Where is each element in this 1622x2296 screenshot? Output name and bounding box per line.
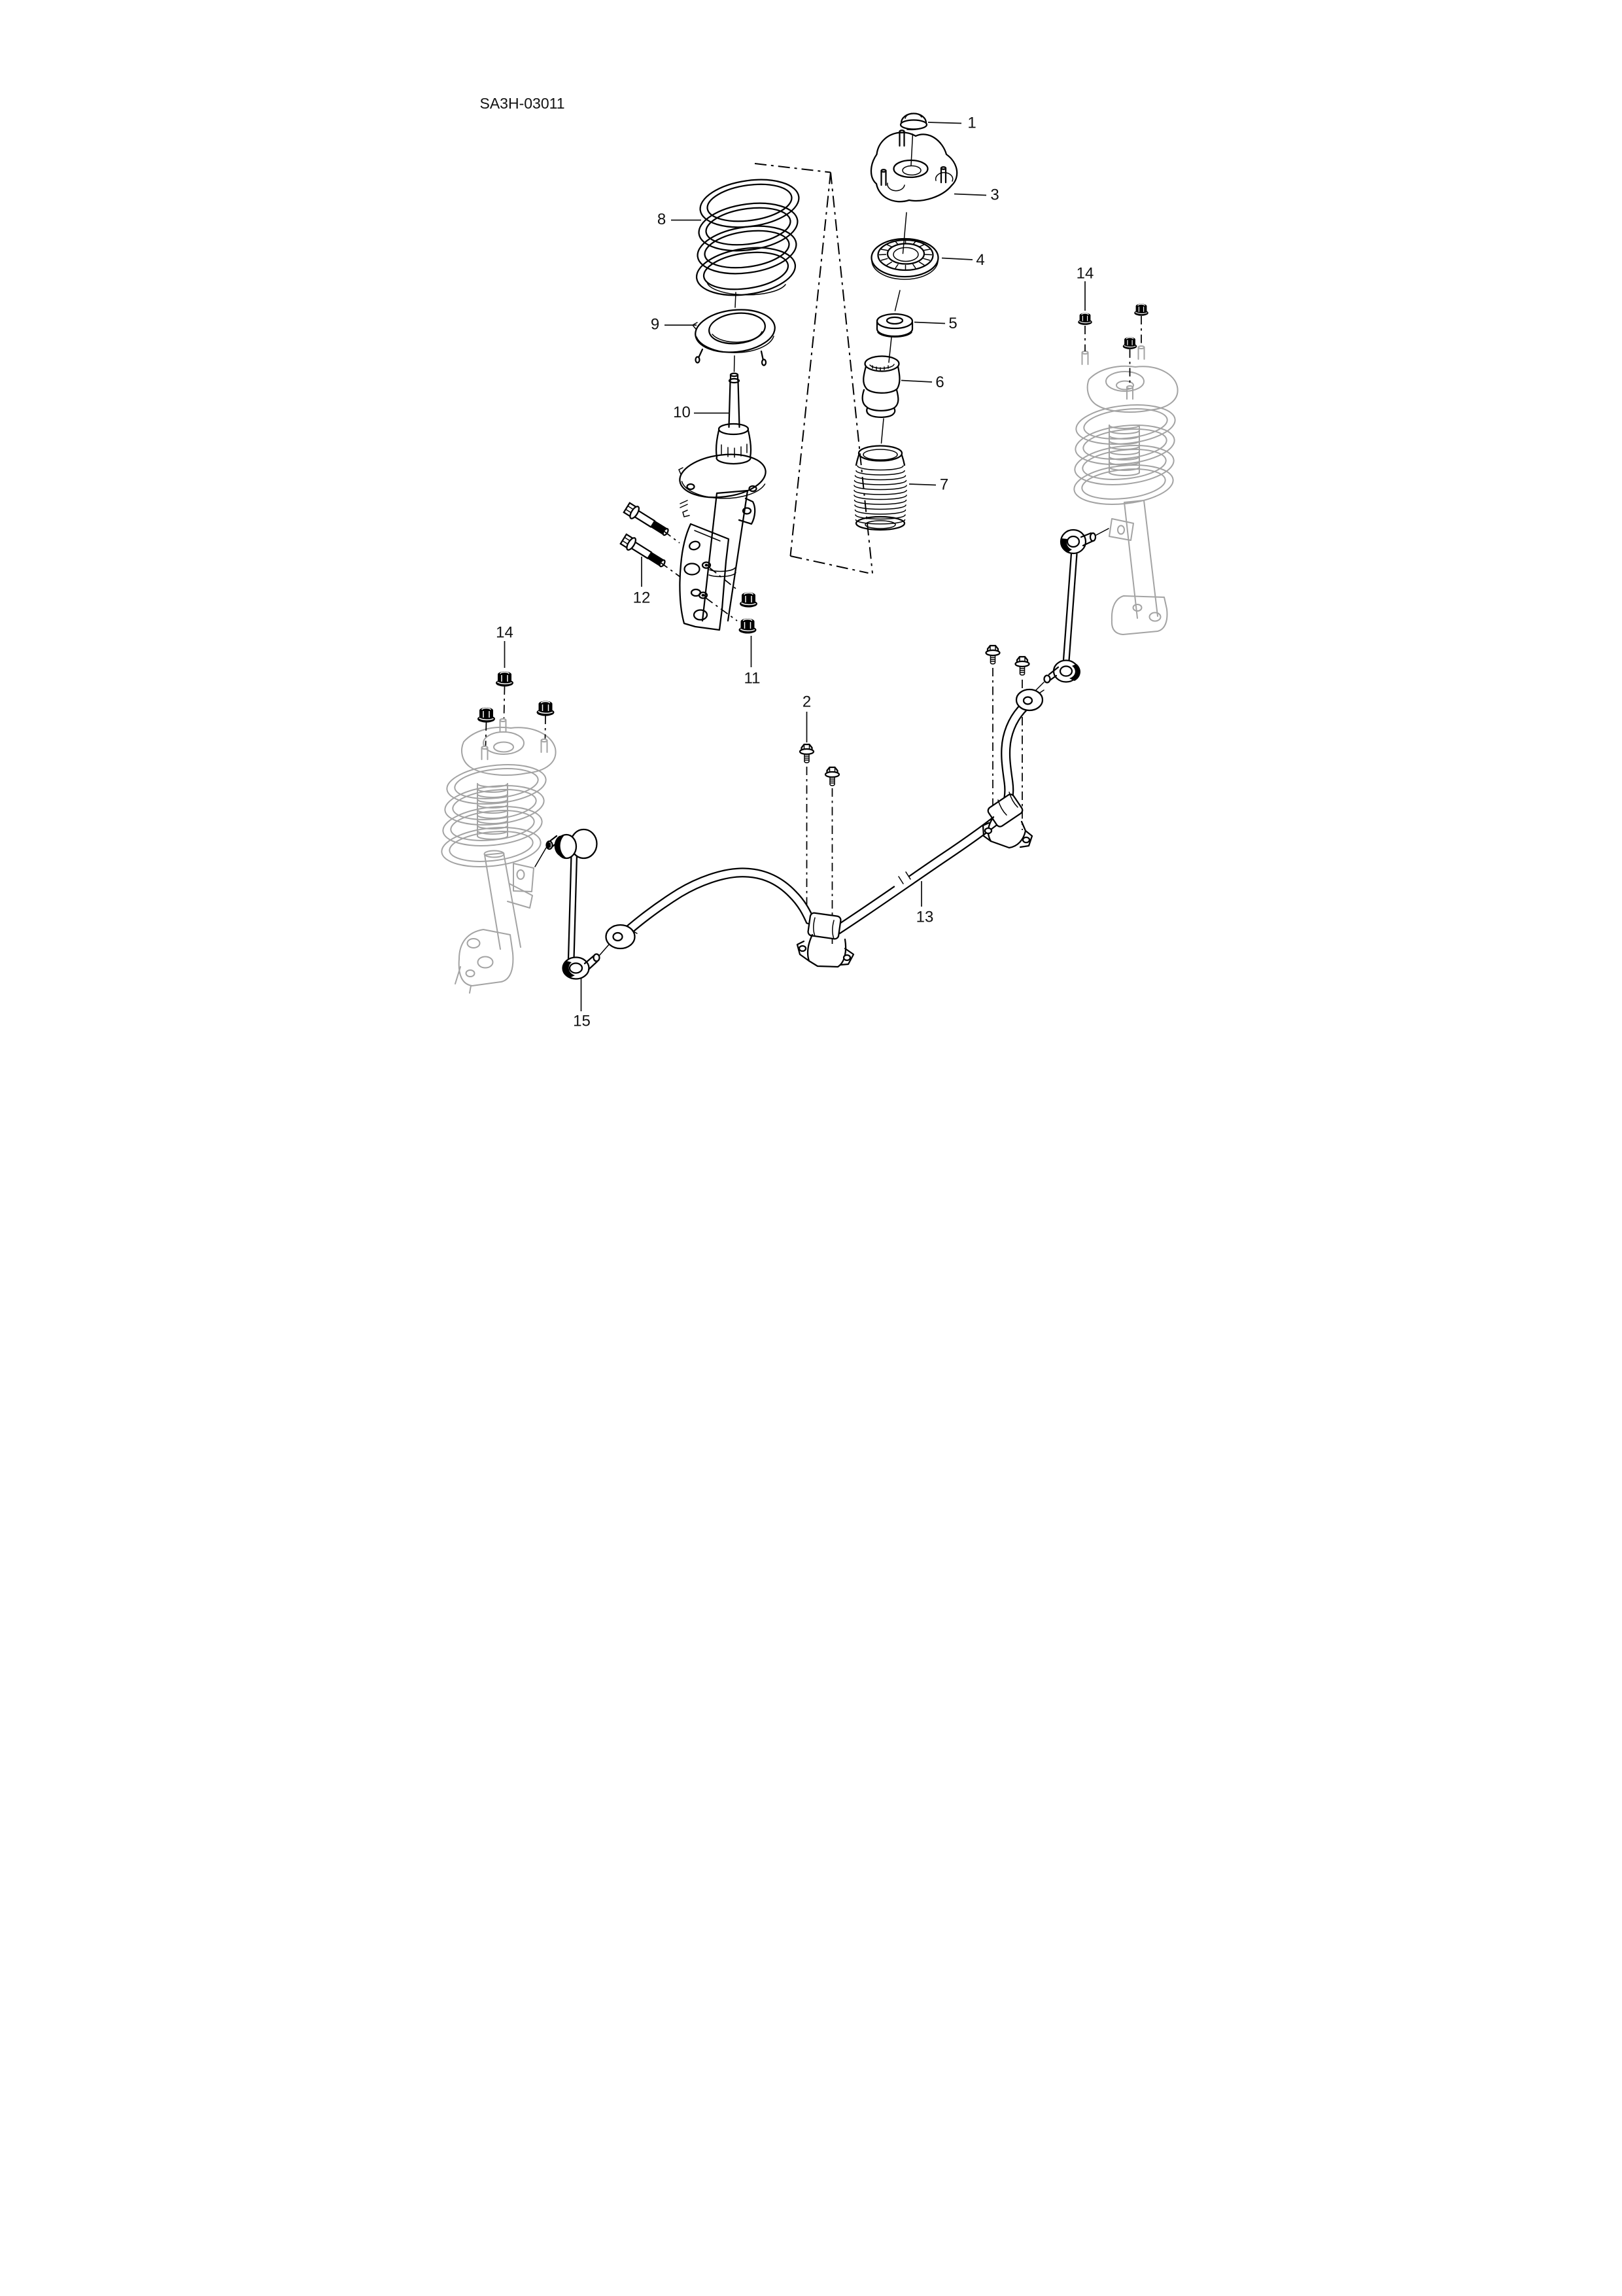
callout-label-11: 11	[744, 669, 761, 687]
callout-13: 13	[916, 881, 934, 926]
callout-14: 14	[496, 623, 513, 668]
callout-label-15: 15	[573, 1012, 591, 1030]
strut-bolt-part12-upper	[622, 501, 739, 591]
callout-label-3: 3	[990, 186, 999, 203]
callout-leader-3	[954, 193, 987, 196]
mount-nuts-part14-left	[477, 670, 555, 746]
callout-label-14: 14	[496, 623, 513, 641]
callout-label-5: 5	[948, 315, 957, 332]
stabilizer-link-right	[1031, 528, 1109, 695]
spring-seat-part9	[691, 309, 776, 366]
callout-2: 2	[802, 693, 811, 742]
projection-boundary-lines	[754, 163, 873, 574]
axis-line	[734, 292, 736, 308]
axis-line	[894, 290, 901, 311]
callout-label-2: 2	[802, 693, 811, 710]
callout-label-7: 7	[940, 476, 948, 493]
callout-label-12: 12	[633, 589, 651, 606]
shock-absorber-part10	[678, 372, 767, 631]
callout-4: 4	[941, 251, 985, 269]
strut-mount-part3	[870, 130, 958, 203]
callout-15: 15	[573, 979, 591, 1030]
flange-nut-part11-upper	[739, 591, 758, 608]
strut-cap-part1	[899, 113, 928, 131]
coil-spring-part8	[695, 179, 800, 296]
callout-leader-6	[901, 379, 933, 383]
axis-line	[888, 337, 892, 363]
axis-line	[902, 212, 907, 254]
bar-bushing-clamp-left	[796, 912, 855, 968]
bar-bushing-clamp-right	[982, 791, 1033, 849]
axis-line	[733, 355, 735, 372]
dust-boot-part7	[854, 445, 907, 531]
stabilizer-bar-part13	[605, 688, 1044, 950]
callout-7: 7	[908, 476, 948, 493]
callout-11: 11	[744, 636, 761, 687]
callout-leader-7	[908, 483, 937, 486]
callout-12: 12	[633, 557, 651, 606]
page-background	[406, 0, 1216, 1148]
callout-label-8: 8	[657, 211, 666, 228]
callout-label-13: 13	[916, 908, 934, 926]
flange-nut-part11-lower	[738, 617, 757, 635]
callout-label-4: 4	[976, 251, 984, 269]
callout-9: 9	[651, 315, 697, 333]
callout-5: 5	[914, 315, 958, 332]
callout-label-14: 14	[1077, 264, 1094, 282]
bump-stopper-part6	[861, 355, 901, 418]
strut-bolt-part12-lower	[619, 532, 738, 621]
callout-3: 3	[954, 186, 999, 203]
callout-leader-1	[927, 122, 962, 124]
suspension-exploded-diagram: SA3H-03011	[406, 0, 1216, 1148]
callout-14: 14	[1077, 264, 1094, 311]
callout-8: 8	[657, 211, 701, 228]
axis-line	[880, 418, 884, 444]
assembled-strut-left	[441, 718, 557, 994]
callout-1: 1	[927, 114, 976, 131]
stabilizer-link-part15-left	[534, 828, 614, 980]
callout-label-9: 9	[651, 315, 659, 333]
callout-leader-5	[914, 321, 946, 324]
diagram-page: SA3H-03011	[406, 0, 1216, 1148]
callout-label-1: 1	[967, 114, 976, 131]
spring-seat-washer-part5	[876, 313, 914, 338]
page-title: SA3H-03011	[480, 95, 565, 112]
assembled-strut-right	[1073, 345, 1179, 635]
mount-nuts-part14-right	[1077, 303, 1149, 386]
callout-10: 10	[673, 404, 730, 421]
strut-bearing-part4	[871, 237, 939, 280]
callout-6: 6	[901, 374, 944, 391]
callout-label-6: 6	[935, 374, 944, 391]
callout-leader-4	[941, 257, 973, 260]
callout-label-10: 10	[673, 404, 691, 421]
